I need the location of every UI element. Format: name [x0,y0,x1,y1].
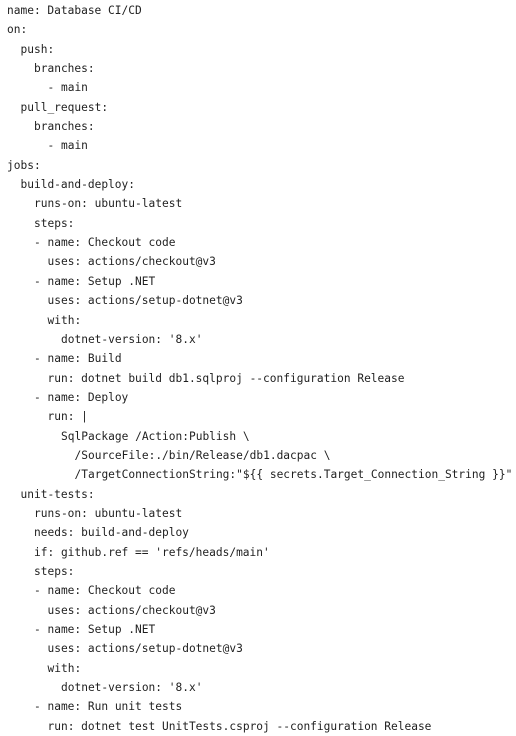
code-line: steps: [0,562,516,581]
code-line: pull_request: [0,98,516,117]
code-line-text: dotnet-version: '8.x' [61,332,203,346]
code-line-text: /TargetConnectionString:"${{ secrets.Tar… [74,468,513,482]
code-line-text: uses: actions/checkout@v3 [47,255,216,269]
code-line: - main [0,136,516,155]
code-line-text: - name: Setup .NET [34,274,156,288]
code-line-text: - main [47,139,88,153]
code-line: - name: Build [0,349,516,368]
code-line: - name: Run unit tests [0,697,516,716]
code-line: uses: actions/checkout@v3 [0,252,516,271]
code-line: with: [0,659,516,678]
code-line-text: - name: Run unit tests [34,700,183,714]
code-line: branches: [0,117,516,136]
code-line-text: pull_request: [20,100,109,114]
code-line-text: runs-on: ubuntu-latest [34,506,183,520]
code-line: name: Database CI/CD [0,1,516,20]
code-line: on: [0,20,516,39]
code-line: jobs: [0,156,516,175]
code-line-text: run: dotnet test UnitTests.csproj --conf… [47,719,432,733]
code-line: SqlPackage /Action:Publish \ [0,427,516,446]
code-line-text: uses: actions/checkout@v3 [47,603,216,617]
code-line-text: uses: actions/setup-dotnet@v3 [47,294,243,308]
code-line: run: dotnet test UnitTests.csproj --conf… [0,717,516,736]
code-line-text: with: [47,313,82,327]
code-line-text: push: [20,42,55,56]
code-line: branches: [0,59,516,78]
code-line: dotnet-version: '8.x' [0,678,516,697]
code-line-text: steps: [34,216,75,230]
code-line: runs-on: ubuntu-latest [0,194,516,213]
code-line-text: on: [7,23,28,37]
yaml-code-view: name: Database CI/CD on: push: branches: - m… [7,4,513,733]
code-line: with: [0,311,516,330]
code-line: if: github.ref == 'refs/heads/main' [0,543,516,562]
code-line-text: steps: [34,564,75,578]
code-line: /TargetConnectionString:"${{ secrets.Tar… [0,465,516,484]
code-line-text: /SourceFile:./bin/Release/db1.dacpac \ [74,448,331,462]
code-line: uses: actions/setup-dotnet@v3 [0,639,516,658]
code-line-text: run: | [47,410,88,424]
code-line-text: needs: build-and-deploy [34,526,189,540]
code-line-text: - name: Deploy [34,390,129,404]
code-line-text: dotnet-version: '8.x' [61,681,203,695]
code-line: uses: actions/checkout@v3 [0,601,516,620]
code-line-text: - name: Checkout code [34,236,176,250]
code-line: /SourceFile:./bin/Release/db1.dacpac \ [0,446,516,465]
code-line: build-and-deploy: [0,175,516,194]
code-line: runs-on: ubuntu-latest [0,504,516,523]
code-line-text: SqlPackage /Action:Publish \ [61,429,250,443]
code-line-text: runs-on: ubuntu-latest [34,197,183,211]
code-line-text: run: dotnet build db1.sqlproj --configur… [47,371,405,385]
code-line: run: dotnet build db1.sqlproj --configur… [0,369,516,388]
code-line-text: - name: Checkout code [34,584,176,598]
code-line-text: - name: Build [34,352,122,366]
code-line: needs: build-and-deploy [0,523,516,542]
code-line: - name: Setup .NET [0,272,516,291]
code-line: uses: actions/setup-dotnet@v3 [0,291,516,310]
code-line: - name: Setup .NET [0,620,516,639]
code-line: push: [0,40,516,59]
code-line-text: build-and-deploy: [20,178,136,192]
code-line: - main [0,78,516,97]
code-line: unit-tests: [0,485,516,504]
code-line-text: unit-tests: [20,487,95,501]
code-line-text: branches: [34,120,95,134]
code-line: steps: [0,214,516,233]
code-line-text: - name: Setup .NET [34,623,156,636]
code-line: - name: Deploy [0,388,516,407]
code-line-text: uses: actions/setup-dotnet@v3 [47,642,243,656]
code-line: dotnet-version: '8.x' [0,330,516,349]
code-line: run: | [0,407,516,426]
code-line-text: jobs: [7,158,41,172]
code-line-text: branches: [34,62,95,76]
code-line-text: - main [47,81,88,95]
code-line-text: if: github.ref == 'refs/heads/main' [34,545,270,559]
code-line-text: with: [47,661,82,675]
code-line: - name: Checkout code [0,233,516,252]
code-line-text: name: Database CI/CD [7,4,142,17]
code-line: - name: Checkout code [0,581,516,600]
